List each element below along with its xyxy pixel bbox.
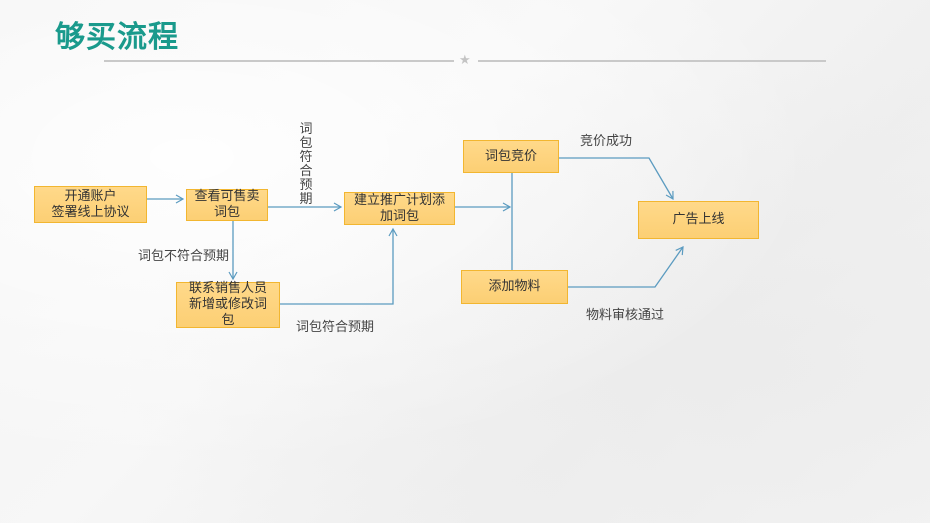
arrow-material-to-online <box>568 246 684 288</box>
node-create-plan: 建立推广计划添 加词包 <box>344 192 455 225</box>
arrow-bid-to-online <box>559 157 674 201</box>
node-open-account: 开通账户 签署线上协议 <box>34 186 147 223</box>
page-title: 够买流程 <box>55 20 179 55</box>
node-text-line: 添加物料 <box>488 279 541 294</box>
arrow-sales-to-plan <box>280 227 398 305</box>
node-text-line: 广告上线 <box>672 212 725 227</box>
node-contact-sales: 联系销售人员 新增或修改词 包 <box>176 281 280 328</box>
node-text-line: 联系销售人员 <box>188 281 267 296</box>
node-text-line: 包 <box>221 313 235 328</box>
node-text-line: 开通账户 <box>64 188 117 204</box>
label-char: 合 <box>299 164 313 179</box>
node-text-line: 词包竞价 <box>484 148 537 164</box>
label-char: 词 <box>299 122 313 137</box>
star-icon: ★ <box>459 53 471 68</box>
node-text-line: 签署线上协议 <box>51 204 130 220</box>
label-char: 包 <box>299 136 313 151</box>
node-text-line: 新增或修改词 <box>188 297 267 312</box>
node-text-line: 查看可售卖 <box>194 189 260 204</box>
edge-label-meets-expectation: 词包符合预期 <box>296 320 375 335</box>
node-bid-package: 词包竞价 <box>463 140 559 173</box>
edge-label-not-meet-expectation: 词包不符合预期 <box>138 249 230 264</box>
edge-label-bid-success: 竞价成功 <box>580 134 633 149</box>
title-divider-left <box>104 60 454 62</box>
node-ad-online: 广告上线 <box>638 201 759 239</box>
label-char: 期 <box>299 192 313 207</box>
label-char: 预 <box>299 178 313 193</box>
title-divider-right <box>478 60 826 62</box>
edge-label-meets-expectation-vertical: 词 包 符 合 预 期 <box>299 123 313 207</box>
node-add-material: 添加物料 <box>461 270 568 304</box>
node-text-line: 加词包 <box>379 208 419 224</box>
node-view-packages: 查看可售卖 词包 <box>186 189 268 221</box>
label-char: 符 <box>299 150 313 165</box>
node-text-line: 词包 <box>213 205 240 220</box>
node-text-line: 建立推广计划添 <box>353 192 445 208</box>
edge-label-material-approved: 物料审核通过 <box>586 308 665 323</box>
